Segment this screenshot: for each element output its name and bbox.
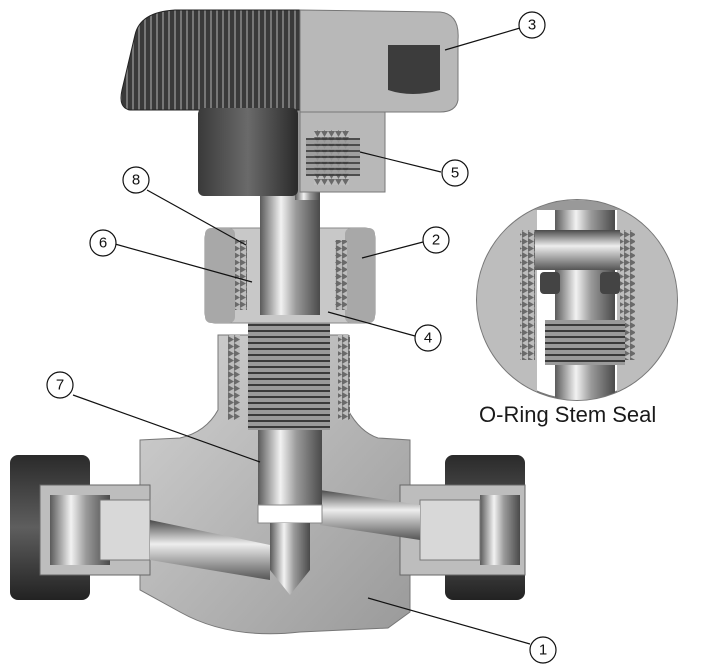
callout-number: 2 bbox=[432, 232, 440, 249]
leader-line-1 bbox=[367, 597, 531, 645]
callout-number: 1 bbox=[539, 642, 547, 659]
detail-caption: O-Ring Stem Seal bbox=[479, 402, 657, 427]
leader-line-2 bbox=[361, 241, 424, 259]
detail-circle bbox=[476, 199, 678, 401]
callout-4: 4 bbox=[414, 324, 442, 352]
callout-number: 5 bbox=[451, 165, 459, 182]
set-screw bbox=[306, 130, 360, 185]
leader-line-8 bbox=[146, 189, 247, 246]
leader-line-3 bbox=[444, 27, 521, 51]
callout-number: 3 bbox=[528, 17, 536, 34]
leader-line-4 bbox=[327, 311, 416, 337]
callout-3: 3 bbox=[518, 11, 546, 39]
bonnet bbox=[248, 310, 330, 595]
callout-1: 1 bbox=[529, 636, 557, 664]
leader-line-5 bbox=[359, 151, 442, 173]
callout-8: 8 bbox=[122, 166, 150, 194]
leader-line-7 bbox=[72, 394, 261, 463]
callout-number: 6 bbox=[99, 235, 107, 252]
callout-number: 7 bbox=[56, 377, 64, 394]
left-end-fitting bbox=[10, 455, 270, 600]
handle-knob bbox=[120, 9, 459, 196]
right-end-fitting bbox=[320, 455, 526, 600]
callout-number: 4 bbox=[424, 330, 432, 347]
leader-lines bbox=[72, 27, 531, 645]
callout-7: 7 bbox=[46, 371, 74, 399]
callout-5: 5 bbox=[441, 159, 469, 187]
leader-line-6 bbox=[114, 243, 253, 283]
callout-6: 6 bbox=[89, 229, 117, 257]
callout-number: 8 bbox=[132, 172, 140, 189]
callout-2: 2 bbox=[422, 226, 450, 254]
